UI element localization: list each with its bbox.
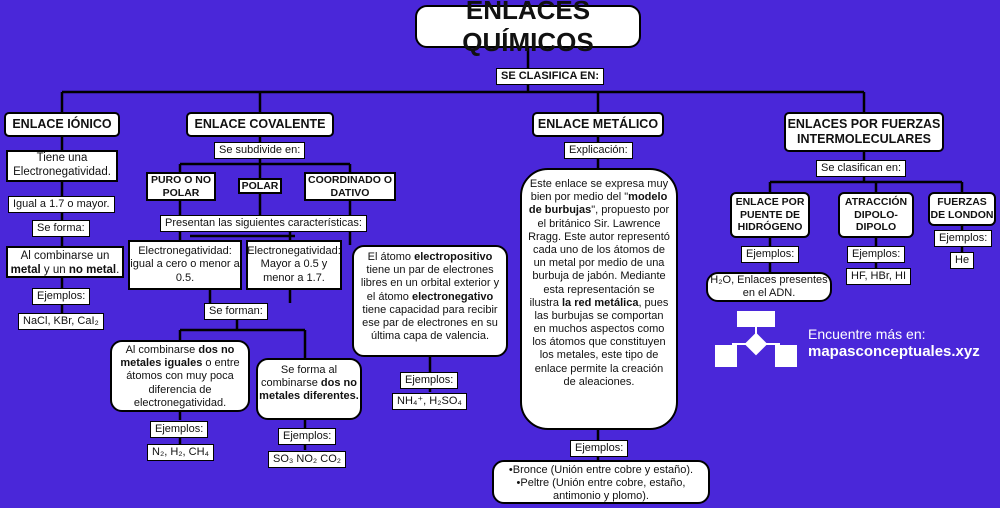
dativo-c: tiene un par de electrones libres en un … bbox=[360, 264, 500, 303]
covalente-ejemplos-label-2: Ejemplos: bbox=[278, 428, 337, 446]
covalente-forman-2: Se forma al combinarse dos no metales di… bbox=[256, 358, 362, 420]
forman-2-bold: dos no metales diferentes. bbox=[259, 377, 359, 403]
fuerzas-ejemplos-label-2: Ejemplos: bbox=[847, 246, 906, 264]
covalente-subdivide-label: Se subdivide en: bbox=[214, 142, 306, 160]
dativo-d: electronegativo bbox=[411, 290, 494, 303]
covalente-caracteristicas-label: Presentan las siguientes características… bbox=[160, 215, 367, 233]
covalente-header: ENLACE COVALENTE bbox=[186, 112, 334, 137]
dativo-b: electropositivo bbox=[414, 251, 493, 263]
fuerzas-clasifican-label: Se clasifican en: bbox=[816, 160, 907, 178]
metalico-text-a: Este enlace se expresa muy bien por medi… bbox=[529, 178, 669, 204]
metalico-ejemplos-label: Ejemplos: bbox=[570, 440, 629, 458]
clasifica-label: SE CLASIFICA EN: bbox=[496, 68, 604, 86]
covalente-electro-2: Electronegatividad: Mayor a 0.5 y menor … bbox=[246, 240, 342, 290]
ionico-ejemplos-label: Ejemplos: bbox=[32, 288, 91, 306]
fuerzas-ejemplos-label-3: Ejemplos: bbox=[934, 230, 993, 248]
fuerzas-header: ENLACES POR FUERZAS INTERMOLECULARES bbox=[784, 112, 944, 152]
covalente-ejemplos-3: NH₄⁺, H₂SO₄ bbox=[392, 393, 467, 411]
covalente-forman-1: Al combinarse dos no metales iguales o e… bbox=[110, 340, 250, 412]
fuerzas-puente: ENLACE POR PUENTE DE HIDRÓGENO bbox=[730, 192, 810, 238]
fuerzas-dipolo: ATRACCIÓN DIPOLO-DIPOLO bbox=[838, 192, 914, 238]
metalico-header: ENLACE METÁLICO bbox=[532, 112, 664, 137]
dativo-a: El átomo bbox=[367, 251, 415, 263]
ionico-forma-metal: metal bbox=[10, 263, 41, 276]
metalico-text-c: ", propuesto por el británico Sir. Lawre… bbox=[528, 204, 670, 309]
ionico-forma: Al combinarse un metal y un no metal. bbox=[6, 246, 124, 278]
covalente-ejemplos-label-3: Ejemplos: bbox=[400, 372, 459, 390]
forman-1-bold: dos no metales iguales bbox=[120, 344, 235, 370]
fuerzas-ej-london: He bbox=[950, 252, 975, 270]
forman-1-post: o entre átomos con muy poca diferencia d… bbox=[126, 357, 240, 409]
covalente-ejemplos-label-1: Ejemplos: bbox=[150, 421, 209, 439]
fuerzas-london: FUERZAS DE LONDON bbox=[928, 192, 996, 226]
mapas-logo-icon bbox=[715, 311, 797, 367]
ionico-forma-end: . bbox=[116, 263, 120, 276]
ionico-forma-mid: y un bbox=[40, 263, 69, 276]
page-title: ENLACES QUÍMICOS bbox=[415, 0, 641, 57]
metalico-text-d: la red metálica bbox=[562, 296, 639, 309]
footer-line1: Encuentre más en: bbox=[808, 326, 926, 342]
dativo-e: tiene capacidad para recibir ese par de … bbox=[362, 303, 498, 343]
metalico-text-b: modelo de burbujas bbox=[528, 191, 668, 217]
ionico-seforma-label: Se forma: bbox=[32, 220, 90, 238]
ionico-ejemplos: NaCl, KBr, CaI₂ bbox=[18, 313, 104, 331]
ionico-forma-pre: Al combinarse un bbox=[20, 250, 110, 262]
covalente-ejemplos-2: SO₃ NO₂ CO₂ bbox=[268, 451, 347, 469]
forman-1-pre: Al combinarse bbox=[125, 344, 199, 356]
ionico-desc: Tiene una Electronegatividad. bbox=[6, 150, 118, 182]
covalente-polar: POLAR bbox=[238, 178, 282, 194]
fuerzas-ej-dipolo: HF, HBr, HI bbox=[846, 268, 912, 286]
ionico-header: ENLACE IÓNICO bbox=[4, 112, 120, 137]
metalico-ejemplos: •Bronce (Unión entre cobre y estaño). •P… bbox=[492, 460, 710, 504]
metalico-ejemplo-2: •Peltre (Unión entre cobre, estaño, anti… bbox=[516, 477, 686, 503]
ionico-value: Igual a 1.7 o mayor. bbox=[8, 196, 115, 214]
covalente-seforman-label: Se forman: bbox=[204, 303, 268, 321]
covalente-electro-1: Electronegatividad: igual a cero o menor… bbox=[128, 240, 242, 290]
metalico-text: Este enlace se expresa muy bien por medi… bbox=[520, 168, 678, 430]
fuerzas-ejemplos-label-1: Ejemplos: bbox=[741, 246, 800, 264]
metalico-explicacion-label: Explicación: bbox=[564, 142, 633, 160]
fuerzas-ej-puente: H₂O, Enlaces presentes en el ADN. bbox=[706, 272, 832, 302]
metalico-ejemplo-1: •Bronce (Unión entre cobre y estaño). bbox=[508, 464, 694, 476]
forman-2-pre: Se forma al combinarse bbox=[261, 364, 338, 390]
covalente-puro: PURO O NO POLAR bbox=[146, 172, 216, 201]
covalente-ejemplos-1: N₂, H₂, CH₄ bbox=[147, 444, 215, 462]
ionico-forma-nometal: no metal bbox=[68, 263, 117, 276]
covalente-dativo: El átomo electropositivo tiene un par de… bbox=[352, 245, 508, 357]
covalente-coordinado: COORDINADO O DATIVO bbox=[304, 172, 396, 201]
metalico-text-e: , pues las burbujas se comportan en much… bbox=[532, 296, 669, 388]
footer-link[interactable]: mapasconceptuales.xyz bbox=[808, 343, 980, 360]
